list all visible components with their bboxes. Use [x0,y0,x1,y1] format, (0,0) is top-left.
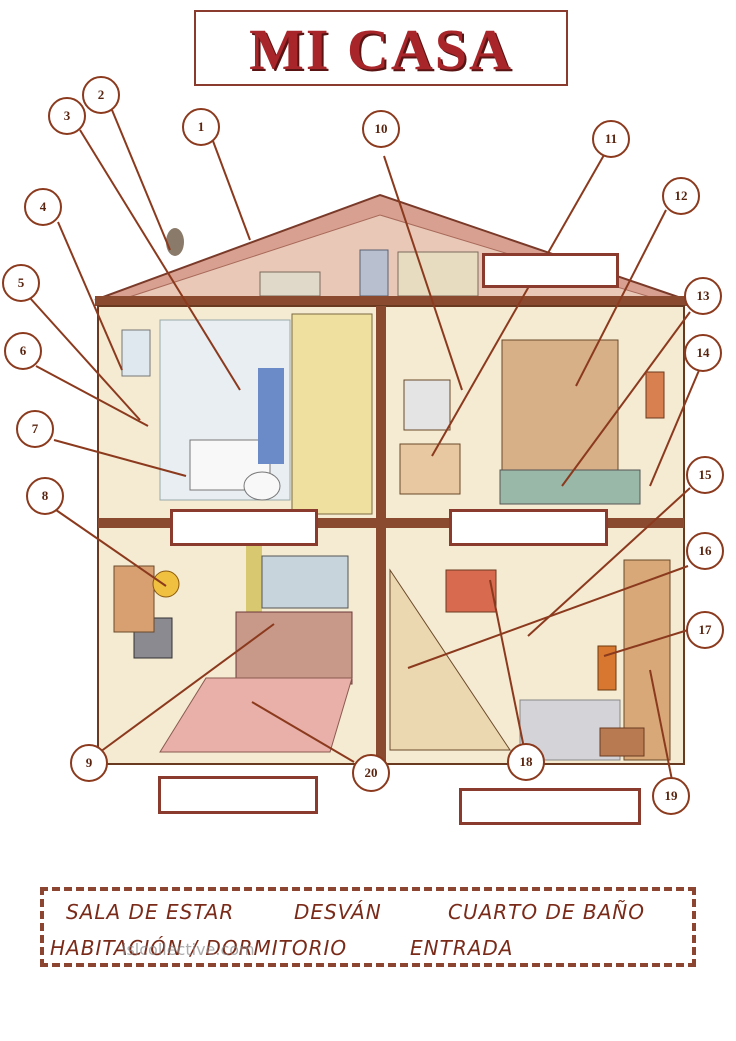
page-title: MI CASA [249,17,513,82]
callout-5: 5 [2,264,40,302]
umbrella-stand [597,645,617,691]
callout-13: 13 [684,277,722,315]
word-habitacion-dormitorio: HABITACIÓN / DORMITORIO [50,936,348,960]
picture-frame [645,371,665,419]
sofa [235,611,353,685]
word-entrada: ENTRADA [410,936,514,960]
answer-box-bedroom[interactable] [449,509,608,546]
painting [445,569,497,613]
answer-box-entrance[interactable] [459,788,641,825]
leader-lines [29,109,701,781]
callout-9: 9 [70,744,108,782]
callout-3: 3 [48,97,86,135]
dresser [399,443,461,495]
callout-1: 1 [182,108,220,146]
callout-16: 16 [686,532,724,570]
callout-2: 2 [82,76,120,114]
word-cuarto-de-bano: CUARTO DE BAÑO [448,900,645,924]
cat [166,228,184,256]
answer-box-attic[interactable] [482,253,619,288]
wardrobe [501,339,619,481]
word-bank [40,887,696,967]
bedroom-mirror [403,379,451,431]
callout-20: 20 [352,754,390,792]
title-box: MI CASA [194,10,568,86]
callout-18: 18 [507,743,545,781]
mirror [121,329,151,377]
callout-14: 14 [684,334,722,372]
callout-6: 6 [4,332,42,370]
toilet [243,471,281,501]
callout-17: 17 [686,611,724,649]
middle-floor [98,518,684,528]
doormat [599,727,645,757]
callout-10: 10 [362,110,400,148]
callout-19: 19 [652,777,690,815]
window [261,555,349,609]
shower-curtain [258,368,284,464]
answer-box-living-room[interactable] [158,776,318,814]
attic-trunk [359,249,389,297]
answer-box-bathroom[interactable] [170,509,318,546]
callout-7: 7 [16,410,54,448]
word-sala-de-estar: SALA DE ESTAR [66,900,235,924]
bathroom-door [291,313,373,515]
lamp [152,570,180,598]
attic-crate [397,251,479,297]
staircase [389,568,511,751]
callout-11: 11 [592,120,630,158]
watermark: islcollective.com [122,940,255,959]
callout-8: 8 [26,477,64,515]
attic-floor [95,296,687,306]
callout-15: 15 [686,456,724,494]
word-desvan: DESVÁN [294,900,382,924]
attic-box [259,271,321,297]
callout-4: 4 [24,188,62,226]
bookshelf [113,565,155,633]
center-wall [376,306,386,764]
callout-12: 12 [662,177,700,215]
